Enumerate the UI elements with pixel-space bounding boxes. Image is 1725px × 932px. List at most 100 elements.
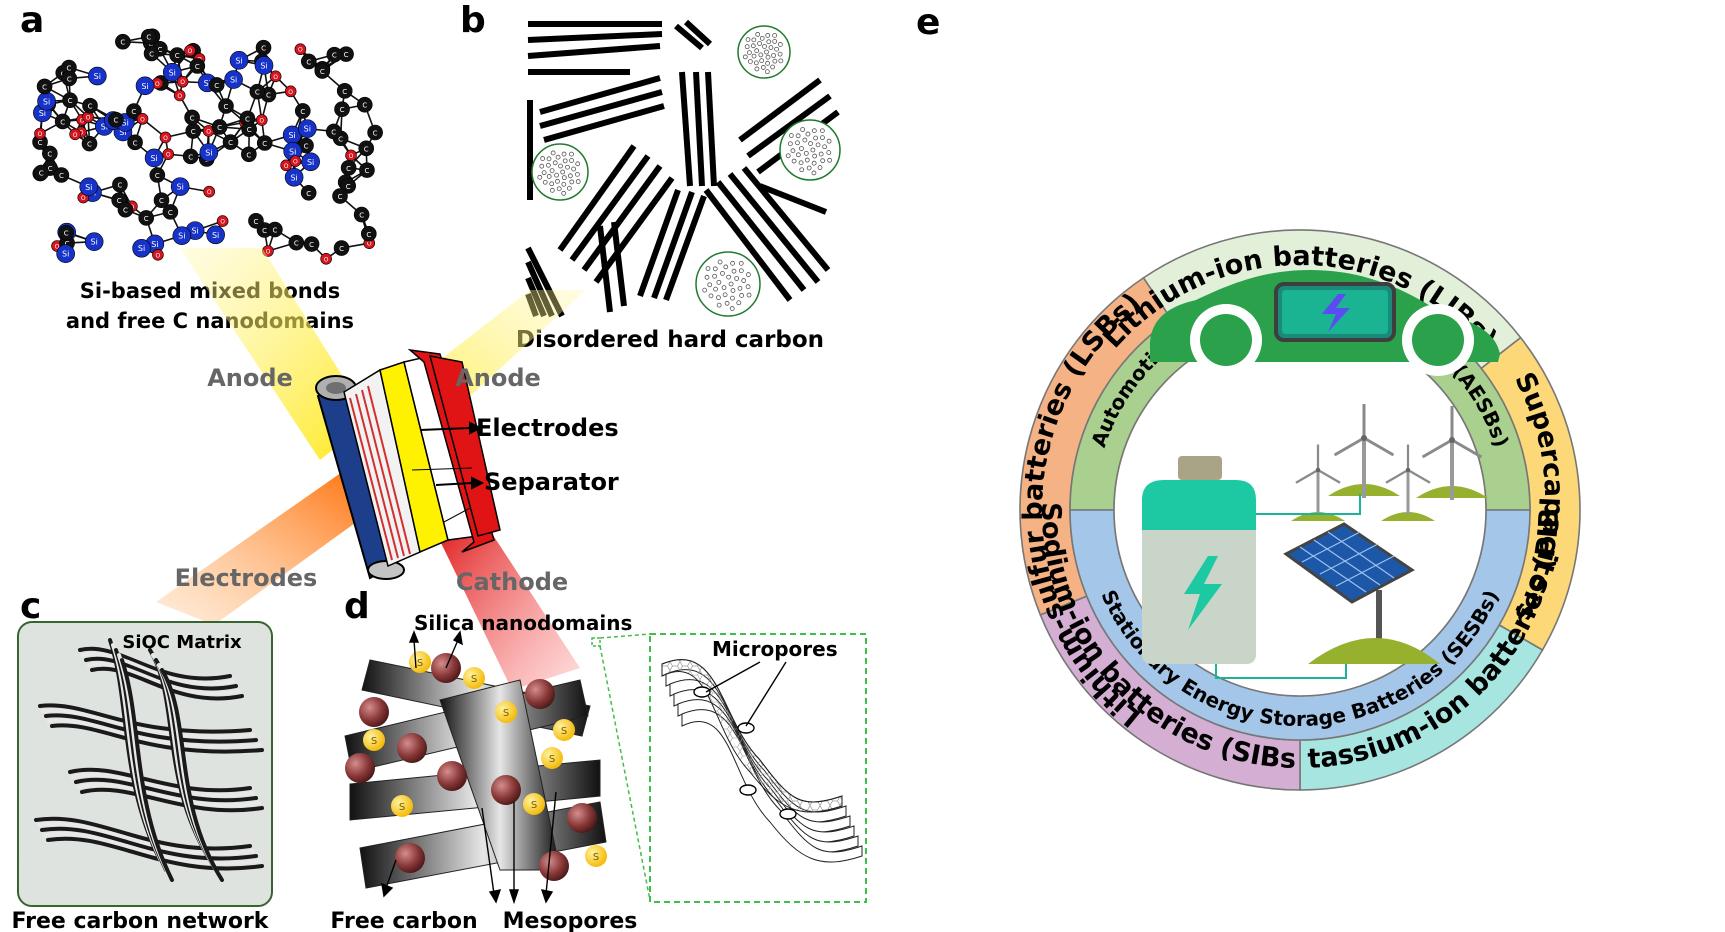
o-atom-label: O: [81, 195, 86, 202]
o-atom: [294, 43, 307, 56]
anode-label-right: Anode: [455, 364, 541, 392]
c-atom-label: C: [254, 218, 259, 226]
c-atom-label: C: [309, 241, 314, 249]
pore-dot: [757, 41, 762, 46]
c-atom-label: C: [131, 108, 136, 116]
c-atom-label: C: [339, 245, 344, 253]
pore-dot: [746, 292, 752, 298]
silica-sphere: [363, 729, 385, 751]
pore-dot: [541, 170, 547, 176]
c-atom: [288, 234, 305, 251]
c-atom: [81, 135, 98, 152]
pore-dot: [820, 158, 826, 164]
pore-dot: [826, 150, 832, 155]
c-atom-label: C: [331, 128, 336, 136]
silica-sphere: [523, 793, 545, 815]
pore-dot: [759, 58, 765, 64]
pore-dot: [554, 172, 559, 178]
pore-dot: [738, 268, 744, 274]
mesopore-sphere: [397, 733, 427, 763]
si-atom: [297, 119, 317, 138]
pore-dot: [562, 158, 568, 164]
si-atom-label: Si: [260, 61, 267, 70]
c-atom-label: C: [42, 83, 47, 91]
pore-dot: [721, 285, 727, 291]
turbine-tower: [1450, 440, 1454, 500]
silica-sphere-label: S: [531, 800, 537, 811]
si-atom: [301, 152, 320, 172]
c-atom-label: C: [47, 150, 52, 158]
c-atom-label: C: [217, 124, 222, 132]
pore-dot: [811, 170, 817, 176]
c-atom-label: C: [87, 141, 92, 149]
silica-sphere-label: S: [593, 852, 599, 863]
pore-dot: [712, 266, 718, 272]
c-atom-label: C: [365, 167, 370, 175]
c-atom: [149, 167, 166, 183]
graphene-top-layer: [661, 659, 843, 813]
pore-dot: [795, 152, 801, 158]
pore-dot: [540, 156, 546, 161]
o-atom: [176, 75, 189, 88]
c-atom: [82, 97, 98, 114]
pore-dot: [539, 163, 545, 169]
pore-dot: [726, 274, 732, 280]
c-atom: [33, 164, 50, 181]
o-atom-label: O: [349, 153, 354, 160]
pore-dot: [815, 142, 821, 148]
electric-car-icon: [1150, 270, 1500, 376]
pore-dot: [734, 276, 740, 281]
pore-dot: [812, 153, 818, 159]
panel-c-matrix-label: SiOC Matrix: [122, 632, 242, 653]
hard-carbon-pore-dots: [537, 32, 833, 311]
c-atom: [334, 101, 350, 118]
solar-panel-icon: [1283, 522, 1440, 664]
pore-dot: [730, 288, 736, 293]
pore-dot: [765, 60, 770, 66]
pore-dot: [546, 156, 552, 162]
si-atom: [229, 51, 249, 70]
pore-dot: [787, 141, 793, 147]
o-atom-label: O: [73, 132, 78, 139]
si-atom-label: Si: [138, 244, 145, 253]
c-atom-label: C: [266, 92, 271, 100]
pore-dot: [768, 45, 774, 50]
turbine-blade: [1363, 436, 1395, 457]
c-atom: [300, 184, 317, 201]
turbine-tower: [1362, 438, 1366, 498]
si-atom: [162, 62, 182, 82]
c-atom: [54, 113, 71, 130]
pore-dot: [760, 65, 766, 70]
silica-sphere-label: S: [503, 708, 509, 719]
c-atom: [153, 192, 170, 208]
o-atom: [216, 215, 229, 227]
pore-dot: [741, 278, 747, 283]
pore-dot: [561, 175, 567, 181]
si-atom: [79, 177, 99, 197]
c-atom-label: C: [188, 153, 193, 161]
turbine-hub: [1315, 467, 1321, 473]
c-atom-label: C: [320, 68, 325, 76]
pore-dot: [777, 51, 783, 57]
c-atom-label: C: [66, 65, 71, 73]
carbon-ribbon-strand: [81, 651, 235, 686]
c-atom-label: C: [364, 145, 369, 153]
c-atom: [267, 221, 283, 238]
c-atom-label: C: [272, 227, 277, 235]
pore-dot: [820, 135, 825, 141]
pore-dot: [788, 133, 794, 138]
c-atom-label: C: [65, 240, 70, 248]
c-atom: [241, 146, 257, 163]
silica-sphere-label: S: [471, 674, 477, 685]
mesopores-label: Mesopores: [503, 909, 638, 932]
separator-label: Separator: [484, 468, 619, 496]
c-atom: [358, 140, 375, 157]
si-atom: [199, 143, 219, 162]
c-atom: [126, 103, 142, 119]
si-atom-label: Si: [91, 238, 98, 247]
connector-lines: [1215, 494, 1361, 679]
o-atom-label: O: [166, 152, 171, 159]
c-atom-label: C: [60, 118, 65, 126]
c-atom-label: C: [113, 117, 118, 125]
panel-b-hard-carbon: [525, 19, 841, 318]
